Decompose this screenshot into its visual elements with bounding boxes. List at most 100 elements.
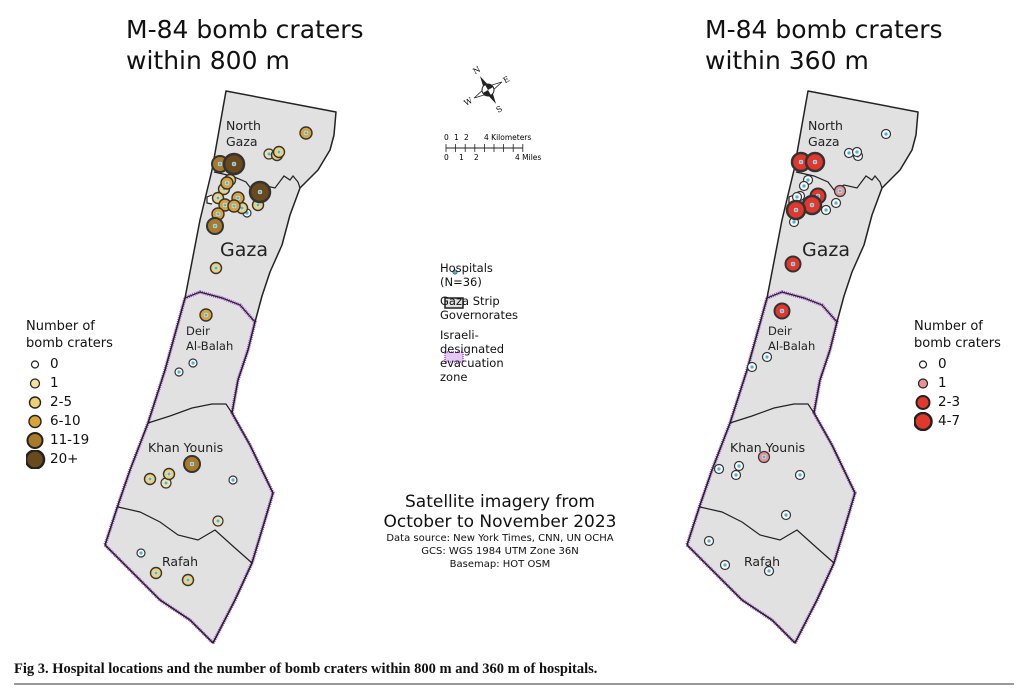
hospital-dot bbox=[766, 568, 772, 574]
region-label-north-gaza: Gaza bbox=[226, 134, 258, 149]
governorate-border bbox=[729, 403, 815, 424]
compass-letter: N bbox=[471, 65, 482, 76]
region-label-deir-al-balah: Al-Balah bbox=[768, 339, 815, 353]
hospital-marker bbox=[780, 509, 792, 521]
hospital-marker bbox=[136, 548, 146, 558]
hospital-dot bbox=[809, 202, 815, 208]
hospital-dot bbox=[764, 354, 770, 360]
legend-label: 20+ bbox=[50, 451, 79, 467]
legend-label: 4-7 bbox=[938, 413, 961, 429]
hospital-marker bbox=[209, 261, 223, 275]
hospital-dot bbox=[215, 195, 221, 201]
legend-item: 0 bbox=[914, 355, 1001, 374]
legend-title: Number of bbox=[914, 319, 983, 334]
legend-item: 1 bbox=[26, 374, 113, 393]
legend-label: 2-3 bbox=[938, 394, 961, 410]
hospital-dot bbox=[749, 364, 755, 370]
governorate-border bbox=[117, 506, 253, 564]
legend-text: Gaza Strip bbox=[440, 294, 500, 308]
compass-letter: E bbox=[502, 74, 512, 85]
governorate-border bbox=[147, 403, 233, 424]
legend-item: 6-10 bbox=[26, 412, 113, 431]
right-map-title: M-84 bomb craters within 360 m bbox=[705, 14, 943, 76]
hospital-marker bbox=[733, 460, 745, 472]
compass-fill bbox=[482, 84, 494, 96]
hospital-marker bbox=[143, 472, 157, 486]
hospital-dot bbox=[153, 570, 159, 576]
hospital-marker bbox=[784, 255, 802, 273]
hospital-dot bbox=[217, 161, 223, 167]
hospital-dot bbox=[801, 183, 807, 189]
hospital-dot bbox=[854, 149, 860, 155]
scale-mile-label: 2 bbox=[474, 153, 479, 162]
data-source: Data source: New York Times, CNN, UN OCH… bbox=[386, 533, 614, 544]
left-map-title: M-84 bomb craters within 800 m bbox=[126, 14, 364, 76]
legend-title: bomb craters bbox=[914, 336, 1001, 351]
hospital-marker bbox=[830, 197, 842, 209]
figure-caption: Fig 3. Hospital locations and the number… bbox=[14, 661, 598, 677]
hospital-dot bbox=[190, 360, 196, 366]
hospital-legend-icon bbox=[452, 269, 458, 275]
hospital-marker bbox=[188, 358, 198, 368]
source-notes: Satellite imagery from October to Novemb… bbox=[360, 492, 640, 571]
legend-item: 0 bbox=[26, 355, 113, 374]
compass-letter: W bbox=[463, 96, 475, 108]
hospital-marker bbox=[299, 126, 313, 140]
hospital-dot bbox=[231, 161, 237, 167]
hospital-dot bbox=[798, 159, 804, 165]
imagery-line: October to November 2023 bbox=[383, 512, 617, 532]
hospital-marker bbox=[228, 475, 238, 485]
hospital-dot bbox=[231, 203, 237, 209]
legend-item: 1 bbox=[914, 374, 1001, 393]
scale-mile-label: 0 bbox=[444, 153, 449, 162]
hospital-marker bbox=[757, 450, 771, 464]
legend-text: (N=36) bbox=[440, 275, 482, 289]
governorate-border bbox=[699, 506, 835, 564]
hospital-marker bbox=[222, 152, 246, 176]
legend-item: 2-5 bbox=[26, 393, 113, 412]
hospital-dot bbox=[235, 195, 241, 201]
scale-mile-label: 1 bbox=[459, 153, 464, 162]
hospital-dot bbox=[166, 471, 172, 477]
legend-item: 20+ bbox=[26, 450, 113, 469]
legend-symbol-icon bbox=[914, 412, 933, 431]
governorate-border bbox=[795, 171, 883, 191]
hospital-dot bbox=[303, 130, 309, 136]
hospital-marker bbox=[248, 180, 272, 204]
hospital-marker bbox=[212, 515, 224, 527]
legend-symbol-icon bbox=[26, 450, 46, 469]
hospital-marker bbox=[183, 455, 201, 473]
hospital-dot bbox=[215, 211, 221, 217]
hospital-marker bbox=[785, 199, 807, 221]
hospital-dot bbox=[257, 189, 263, 195]
hospital-marker bbox=[719, 559, 731, 571]
hospital-dot bbox=[823, 207, 829, 213]
legend-text: designated bbox=[440, 342, 505, 356]
hospital-dot bbox=[213, 265, 219, 271]
region-label-gaza: Gaza bbox=[802, 239, 850, 261]
hospital-marker bbox=[798, 180, 810, 192]
region-label-rafah: Rafah bbox=[744, 554, 780, 569]
hospital-dot bbox=[189, 461, 195, 467]
hospital-dot bbox=[722, 562, 728, 568]
hospital-marker bbox=[880, 128, 892, 140]
scale-mile-label: 4 Miles bbox=[515, 153, 541, 162]
hospital-marker bbox=[794, 469, 806, 481]
hospital-marker bbox=[149, 566, 163, 580]
gaza-strip-land bbox=[687, 91, 918, 643]
legend-label: 1 bbox=[938, 375, 947, 391]
evacuation-legend-icon bbox=[444, 351, 464, 363]
legend-symbol-icon bbox=[915, 395, 931, 410]
hospital-dot bbox=[138, 550, 144, 556]
hospital-marker bbox=[174, 367, 184, 377]
hospital-dot bbox=[276, 149, 282, 155]
hospital-dot bbox=[791, 219, 797, 225]
hospital-marker bbox=[220, 176, 234, 190]
scale-km-label: 4 Kilometers bbox=[484, 133, 531, 142]
hospital-marker bbox=[804, 151, 826, 173]
legend-item: 11-19 bbox=[26, 431, 113, 450]
legend-label: 0 bbox=[938, 356, 947, 372]
